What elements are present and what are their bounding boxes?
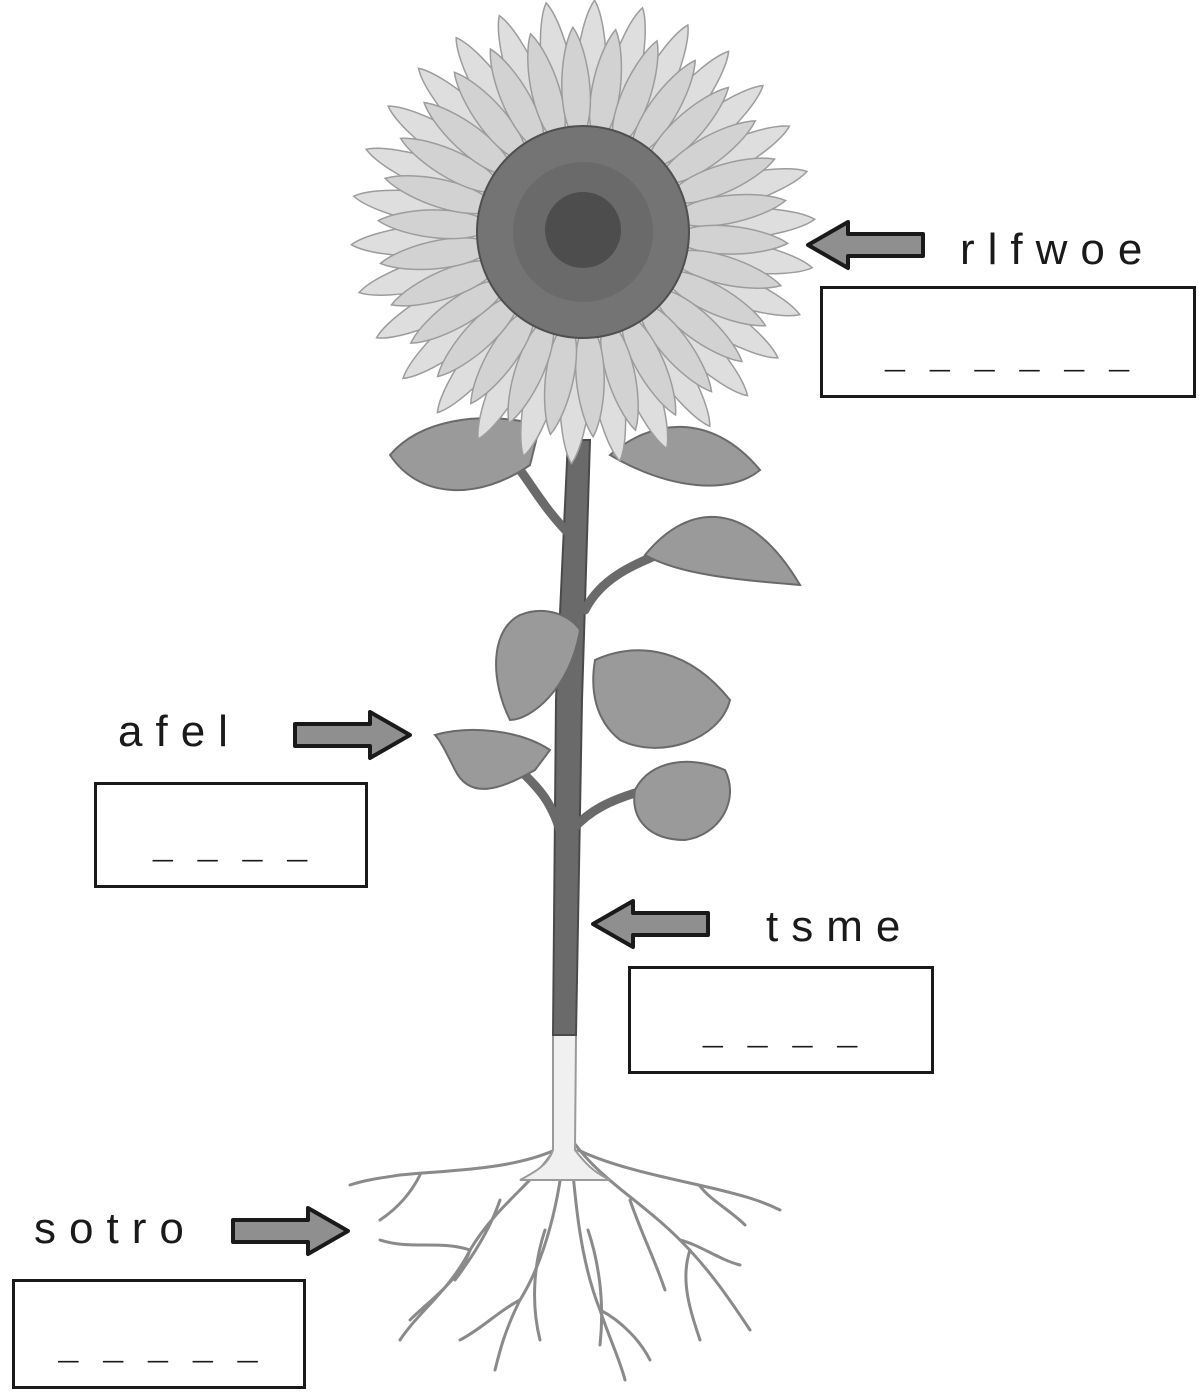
arrow-to-leaf bbox=[295, 712, 410, 758]
label-stem-scrambled: tsme bbox=[766, 905, 913, 949]
answer-box-flower[interactable]: _ _ _ _ _ _ bbox=[820, 286, 1196, 398]
answer-box-stem[interactable]: _ _ _ _ bbox=[628, 966, 934, 1074]
answer-blanks-roots: _ _ _ _ _ bbox=[15, 1334, 303, 1368]
leaves bbox=[390, 418, 800, 840]
main-stem bbox=[553, 440, 590, 1035]
answer-blanks-flower: _ _ _ _ _ _ bbox=[823, 343, 1193, 377]
answer-box-leaf[interactable]: _ _ _ _ bbox=[94, 782, 368, 888]
answer-blanks-leaf: _ _ _ _ bbox=[97, 833, 365, 867]
label-leaf-scrambled: afel bbox=[118, 710, 241, 754]
flower-center bbox=[477, 126, 689, 338]
arrow-to-roots bbox=[233, 1208, 348, 1254]
arrow-to-flower bbox=[808, 222, 923, 268]
answer-blanks-stem: _ _ _ _ bbox=[631, 1019, 931, 1053]
label-roots-scrambled: sotro bbox=[34, 1207, 197, 1251]
answer-box-roots[interactable]: _ _ _ _ _ bbox=[12, 1279, 306, 1389]
arrow-to-stem bbox=[593, 901, 708, 947]
label-flower-scrambled: rlfwoe bbox=[960, 228, 1155, 272]
